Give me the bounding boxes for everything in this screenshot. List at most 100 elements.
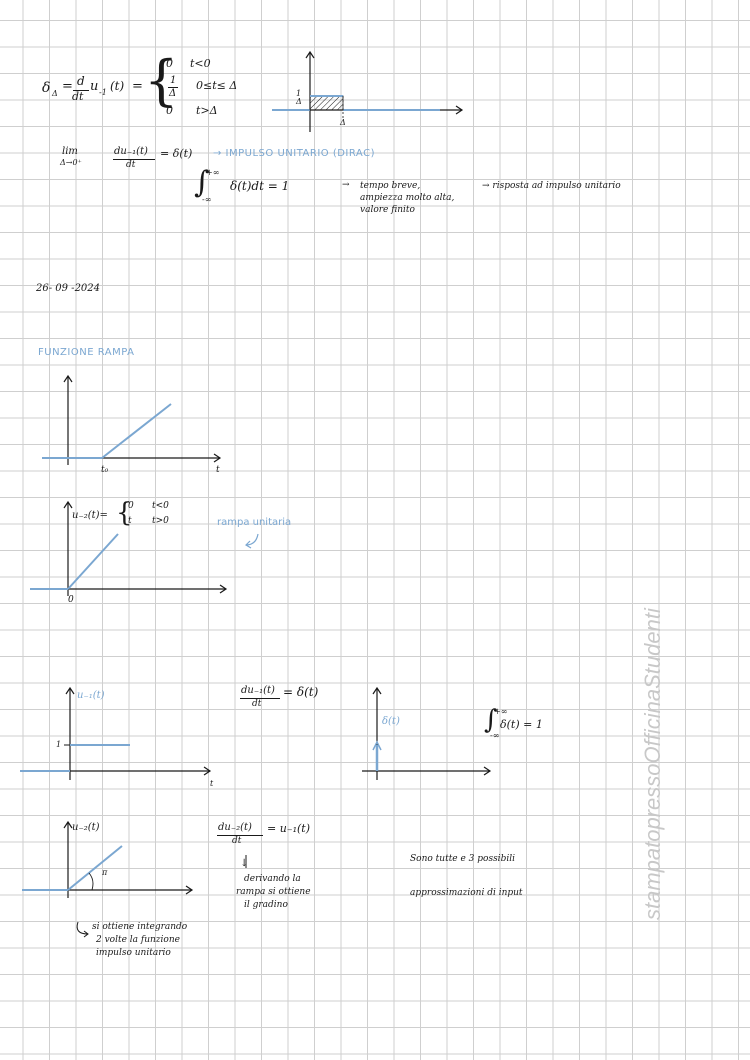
step-y-label: u₋₁(t): [77, 690, 105, 701]
impulse-label: δ(t): [382, 716, 400, 727]
watermark: stampatopressoOfficinaStudenti: [640, 608, 665, 920]
step-x-arrow: [203, 766, 212, 776]
ramp2-note-arrow: [76, 921, 89, 935]
cases-brace: {: [144, 49, 179, 112]
u-symbol: u: [90, 79, 99, 94]
step-deriv-num: du₋₁(t): [241, 685, 275, 696]
integral-body: δ(t)dt = 1: [230, 179, 290, 193]
limit-fraction-bar: [113, 159, 155, 160]
impulso-unitario-label: → IMPULSO UNITARIO (DIRAC): [213, 148, 375, 159]
lim-word: lim: [62, 146, 78, 157]
impulse-x-arrow: [483, 766, 492, 776]
note-line2: ampiezza molto alta,: [360, 193, 455, 203]
ramp2-deriv-arrow: ↓: [240, 858, 249, 869]
case2-condition: 0≤t≤ Δ: [196, 79, 238, 92]
funzione-rampa-title: FUNZIONE RAMPA: [38, 347, 135, 358]
limit-frac-num: du₋₁(t): [114, 146, 148, 157]
approx-line1: Sono tutte e 3 possibili: [410, 854, 515, 864]
rampa-unitaria-slope: [67, 533, 119, 590]
rampa-unitaria-case1-val: 0: [128, 501, 134, 511]
ramp2-angle-label: π: [102, 868, 108, 877]
rampa-t0-label: t₀: [101, 465, 109, 475]
note-line1: tempo breve,: [360, 181, 421, 191]
step-y-arrow: [65, 686, 75, 695]
u-argument: (t): [110, 79, 125, 93]
step-x-label: t: [210, 779, 214, 788]
step-deriv-den: dt: [252, 699, 262, 709]
pulse-x-arrow: [455, 105, 464, 115]
ramp2-y-arrow: [63, 820, 73, 829]
rampa-unitaria-y-arrow: [63, 500, 73, 509]
ramp2-y-label: u₋₂(t): [72, 822, 100, 833]
ramp2-deriv-note1: derivando la: [244, 874, 301, 884]
equals-sign-2: =: [132, 79, 143, 94]
case2-fraction-bar: [168, 87, 178, 88]
rampa-unitaria-case1-cond: t<0: [152, 501, 169, 511]
ramp2-slope: [67, 845, 123, 891]
note-line3: valore finito: [360, 205, 415, 215]
frac-denominator-dt: dt: [72, 90, 84, 103]
impulse-integral-body: δ(t) = 1: [500, 718, 543, 731]
note-arrow: →: [342, 180, 350, 190]
frac-numerator-d: d: [77, 74, 85, 88]
ramp2-deriv-den: dt: [232, 836, 242, 846]
case1-value: 0: [166, 57, 173, 70]
ramp2-angle-arc: [88, 872, 94, 891]
pulse-y-label-num: 1: [296, 89, 302, 98]
pulse-y-label-den: Δ: [296, 97, 302, 106]
case1-condition: t<0: [190, 57, 211, 70]
u-subscript: -1: [99, 88, 107, 97]
pulse-x-label: Δ: [340, 118, 346, 127]
case3-value: 0: [166, 104, 173, 117]
rampa-t-label: t: [216, 465, 220, 475]
ramp2-deriv-note2: rampa si ottiene: [236, 887, 311, 897]
impulse-integral-lower: -∞: [490, 731, 500, 740]
delta-symbol: δ: [42, 80, 51, 96]
delta-subscript: Δ: [52, 89, 58, 98]
ramp2-deriv-num: du₋₂(t): [218, 822, 252, 833]
case2-numerator: 1: [170, 75, 177, 86]
ramp2-deriv-eq: = u₋₁(t): [267, 822, 311, 835]
case2-denominator: Δ: [169, 88, 177, 99]
note-risposta: → risposta ad impulso unitario: [482, 181, 621, 191]
rampa-unitaria-case2-cond: t>0: [152, 516, 169, 526]
case3-condition: t>Δ: [196, 104, 218, 117]
ramp2-deriv-fraction-bar: [217, 835, 263, 836]
equals-sign: =: [62, 79, 73, 94]
impulse-y-arrow: [372, 686, 382, 695]
rampa-unitaria-case2-val: t: [128, 516, 132, 526]
rampa-unitaria-x-arrow: [219, 584, 228, 594]
pulse-y-arrow: [305, 50, 315, 59]
ramp2-note-line1: si ottiene integrando: [92, 922, 188, 932]
ramp2-note-line2: 2 volte la funzione: [96, 935, 180, 945]
impulse-spike-arrow: [372, 740, 382, 751]
ramp2-deriv-note3: il gradino: [244, 900, 288, 910]
ramp2-note-arrowhead: [83, 930, 89, 938]
limit-frac-den: dt: [126, 160, 136, 170]
rampa-x-arrow: [213, 453, 222, 463]
rampa-unitaria-origin: 0: [68, 595, 74, 605]
rampa-unitaria-brace: {: [116, 498, 133, 528]
ramp2-note-line3: impulso unitario: [96, 948, 171, 958]
rampa-unitaria-curved-arrow: [245, 533, 259, 546]
step-deriv-fraction-bar: [240, 698, 280, 699]
limit-equals-delta: = δ(t): [160, 147, 193, 160]
date-label: 26- 09 -2024: [36, 283, 101, 294]
lim-subscript: Δ→0⁺: [60, 158, 82, 167]
approx-line2: approssimazioni di input: [410, 888, 523, 898]
rampa-unitaria-label: rampa unitaria: [217, 517, 292, 528]
impulse-integral-sign: ∫: [484, 705, 498, 735]
integral-sign: ∫: [194, 165, 210, 200]
step-deriv-eq: = δ(t): [283, 685, 319, 699]
integral-upper: +∞: [206, 168, 220, 177]
rampa-slope-segment: [101, 403, 172, 459]
fraction-bar: [73, 90, 89, 91]
impulse-integral-upper: +∞: [494, 707, 508, 716]
rampa-unitaria-arrowhead: [245, 540, 252, 549]
